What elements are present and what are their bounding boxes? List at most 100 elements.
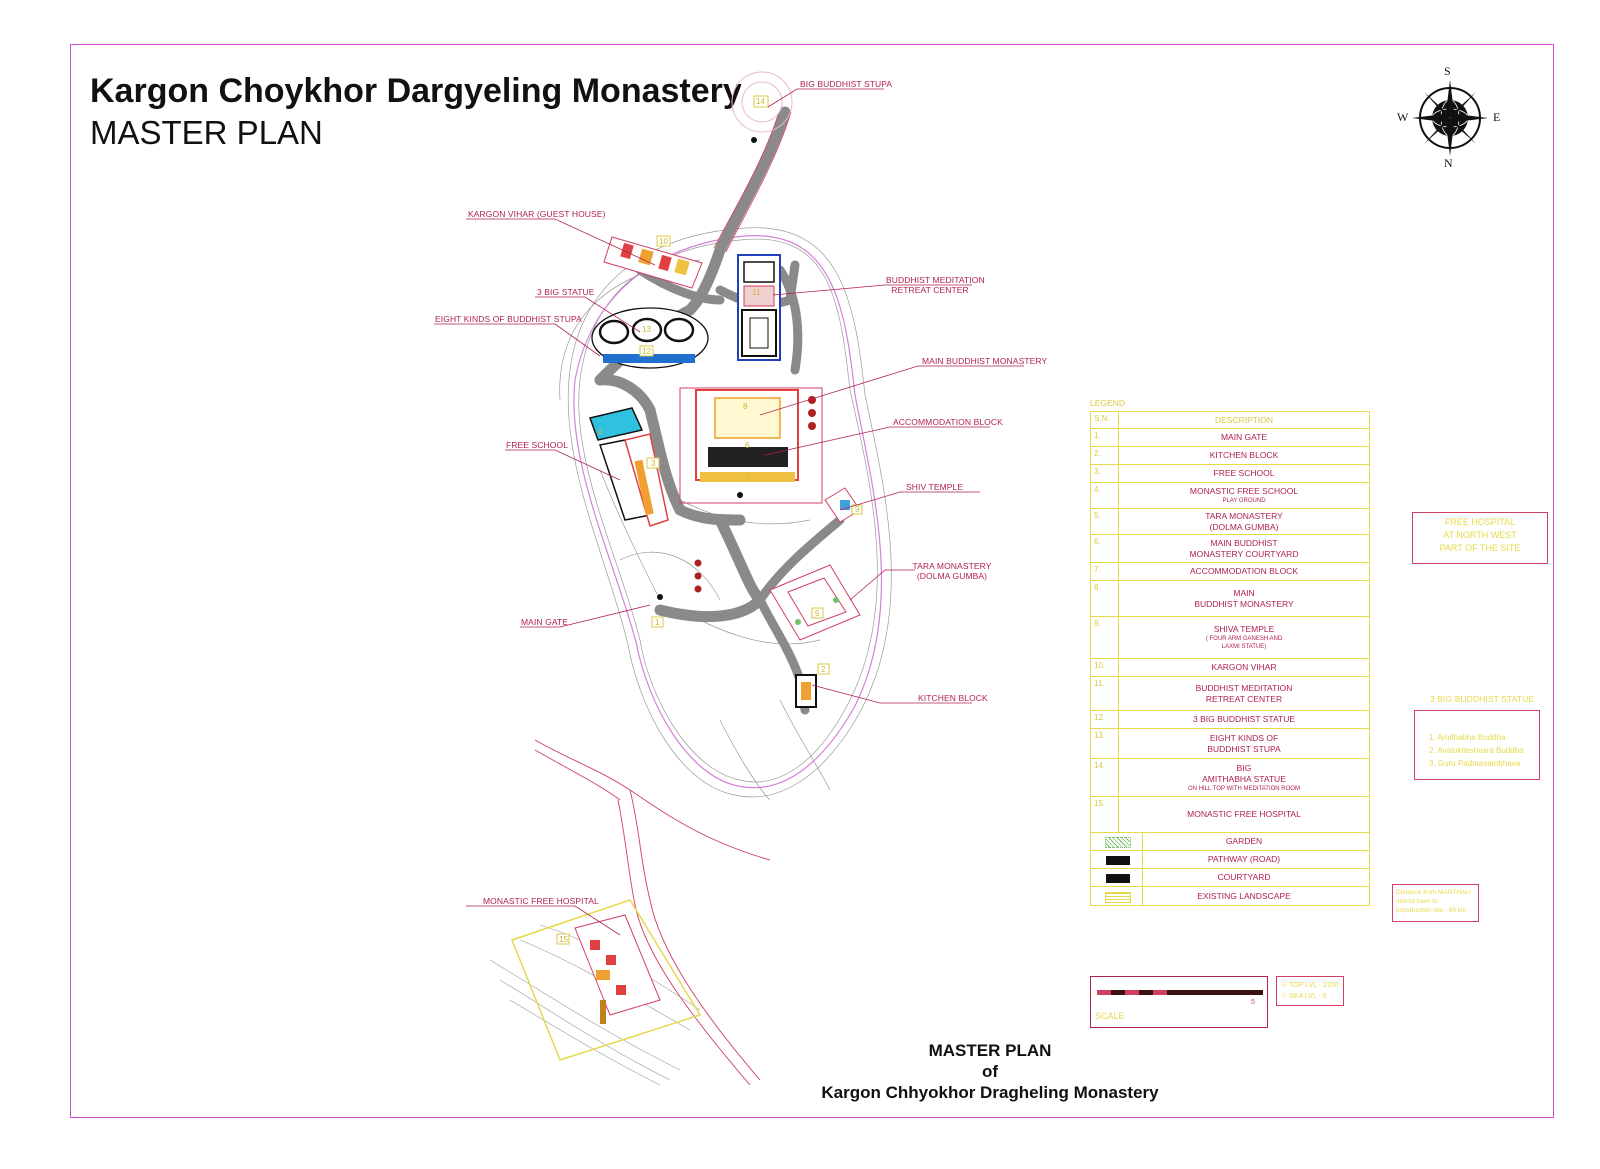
approach-road <box>534 739 771 1086</box>
legend-symbol-row: PATHWAY (ROAD) <box>1091 851 1369 869</box>
hospital-block <box>511 899 702 1061</box>
tag-6: 6 <box>745 441 750 450</box>
bottom-title-line1: MASTER PLAN <box>928 1041 1052 1060</box>
legend-row-desc: MONASTIC FREE SCHOOL PLAY GROUND <box>1119 483 1369 508</box>
label-free-school: FREE SCHOOL <box>506 440 569 450</box>
tag-4: 4 <box>598 428 603 437</box>
tag-5: 5 <box>815 609 820 618</box>
hospital-note-box: FREE HOSPITAL AT NORTH WEST PART OF THE … <box>1412 512 1548 564</box>
legend-row: 5.TARA MONASTERY(DOLMA GUMBA) <box>1091 509 1369 535</box>
legend-row-sn: 1. <box>1091 429 1119 446</box>
tag-8: 8 <box>743 402 748 411</box>
legend-row-sn: 14. <box>1091 759 1119 796</box>
legend-row-desc-line1: FREE SCHOOL <box>1213 468 1275 478</box>
contour-lines <box>559 227 892 801</box>
tag-2: 2 <box>821 665 826 674</box>
label-tara: TARA MONASTERY (DOLMA GUMBA) <box>912 561 992 581</box>
page-title: Kargon Choykhor Dargyeling Monastery <box>90 72 742 110</box>
legend-row: 12.3 BIG BUDDHIST STATUE <box>1091 711 1369 729</box>
tag-7: 7 <box>745 472 750 481</box>
scale-box: 5 SCALE <box>1090 976 1268 1028</box>
legend-row-sn: 4. <box>1091 483 1119 508</box>
legend-row-desc-line1: BUDDHIST MEDITATION <box>1195 682 1293 693</box>
legend-row-desc: MONASTIC FREE HOSPITAL <box>1119 797 1369 832</box>
tag-10: 10 <box>659 237 669 246</box>
label-guest-house: KARGON VIHAR (GUEST HOUSE) <box>468 209 606 219</box>
statue-note-item1: 1. Amithabha Buddha <box>1429 733 1506 742</box>
scale-label: SCALE <box>1095 1011 1125 1021</box>
distance-note-box: Distance from MANTHALI district town to … <box>1392 884 1479 922</box>
label-three-statue: 3 BIG STATUE <box>537 287 595 297</box>
legend-row-desc-line1: MAIN <box>1233 587 1255 598</box>
legend-symbol-desc: COURTYARD <box>1217 872 1271 882</box>
hospital-note-line1: FREE HOSPITAL <box>1444 517 1516 527</box>
legend-row-desc: MAIN GATE <box>1119 429 1369 446</box>
legend-row-sn: 9. <box>1091 617 1119 658</box>
statue-note-title: 3 BIG BUDDHIST STATUE <box>1430 694 1535 704</box>
legend-row-desc-line1: MONASTIC FREE HOSPITAL <box>1187 809 1301 819</box>
legend-row-desc-line1: KITCHEN BLOCK <box>1209 450 1279 460</box>
legend-symbol-desc: PATHWAY (ROAD) <box>1207 854 1281 864</box>
legend-row-subtext: PLAY GROUND <box>1222 498 1266 504</box>
tara-monastery-block <box>769 564 861 641</box>
label-big-stupa: BIG BUDDHIST STUPA <box>800 79 893 89</box>
label-eight-stupa: EIGHT KINDS OF BUDDHIST STUPA <box>435 314 582 324</box>
legend-row-subtext2: LAXMI STATUE) <box>1221 644 1267 650</box>
legend-row-desc: KITCHEN BLOCK <box>1119 447 1369 464</box>
distance-note-line1: Distance from MANTHALI <box>1396 889 1471 896</box>
label-accommodation: ACCOMMODATION BLOCK <box>893 417 1003 427</box>
legend-symbol-swatch-cell <box>1091 887 1143 905</box>
legend-row: 3. FREE SCHOOL <box>1091 465 1369 483</box>
legend-row-sn: 3. <box>1091 465 1119 482</box>
compass-rose <box>1412 80 1488 156</box>
legend-row-desc-line2: RETREAT CENTER <box>1205 693 1283 704</box>
legend-row-desc-line2: BUDDHIST MONASTERY <box>1194 598 1294 609</box>
level-sea-text: SEA LVL - 0 <box>1289 993 1327 1000</box>
tag-3: 3 <box>651 459 656 468</box>
label-hospital: MONASTIC FREE HOSPITAL <box>483 896 599 906</box>
bottom-title-line3: Kargon Chhyokhor Dragheling Monastery <box>821 1083 1159 1102</box>
label-shiv-temple: SHIV TEMPLE <box>906 482 964 492</box>
legend-symbol-row: COURTYARD <box>1091 869 1369 887</box>
legend-row-desc-line1: ACCOMMODATION BLOCK <box>1190 566 1298 576</box>
legend-row-desc-line2: (DOLMA GUMBA) <box>1209 521 1279 532</box>
level-top-text: TOP LVL - 2100 <box>1289 982 1339 989</box>
level-sea: ☉ SEA LVL - 0 <box>1281 993 1327 1000</box>
legend-row-sn: 12. <box>1091 711 1119 728</box>
legend-row-subtext: ( FOUR ARM GANESH AND <box>1205 636 1283 642</box>
legend-symbol-row: GARDEN <box>1091 833 1369 851</box>
legend-caption: LEGEND <box>1090 398 1125 408</box>
label-meditation: BUDDHIST MEDITATION RETREAT CENTER <box>886 275 985 295</box>
label-tara-line2: (DOLMA GUMBA) <box>916 571 988 581</box>
legend-row-desc-line1: MONASTIC FREE SCHOOL <box>1189 486 1299 496</box>
levels-box: ☉ TOP LVL - 2100 ☉ SEA LVL - 0 <box>1276 976 1344 1006</box>
big-stupa-symbol <box>731 71 793 143</box>
statue-note-box: 1. Amithabha Buddha 2. Avalokiteshvara B… <box>1414 710 1540 780</box>
legend-row: 1.MAIN GATE <box>1091 429 1369 447</box>
compass-south: S <box>1444 64 1451 78</box>
legend-row-subtext: ON HILL TOP WITH MEDITATION ROOM <box>1188 785 1300 792</box>
legend-row: 4. MONASTIC FREE SCHOOL PLAY GROUND <box>1091 483 1369 509</box>
kitchen-block <box>795 663 830 708</box>
compass-west: W <box>1397 110 1409 124</box>
legend-header-row: S.N.DESCRIPTION <box>1091 412 1369 429</box>
legend-row-desc-line1: EIGHT KINDS OF <box>1209 732 1279 743</box>
legend-symbol-desc: EXISTING LANDSCAPE <box>1197 890 1291 901</box>
legend-row-desc-line2: BUDDHIST STUPA <box>1207 743 1281 754</box>
tag-1: 1 <box>655 618 660 627</box>
main-gate-symbol <box>651 559 702 628</box>
compass-north: N <box>1444 156 1453 170</box>
legend-symbol-swatch <box>1106 874 1130 883</box>
legend-row-desc-line2: AMITHABHA STATUE <box>1202 773 1286 784</box>
legend-row-desc-line1: SHIVA TEMPLE <box>1213 624 1275 634</box>
tag-9: 9 <box>855 505 860 514</box>
site-boundary <box>573 235 883 789</box>
legend-row-desc-line2: MONASTERY COURTYARD <box>1189 548 1299 559</box>
legend-row-desc: ACCOMMODATION BLOCK <box>1119 563 1369 580</box>
legend-row-desc-line1: MAIN BUDDHIST <box>1210 537 1278 548</box>
legend-row: 15.MONASTIC FREE HOSPITAL <box>1091 797 1369 833</box>
